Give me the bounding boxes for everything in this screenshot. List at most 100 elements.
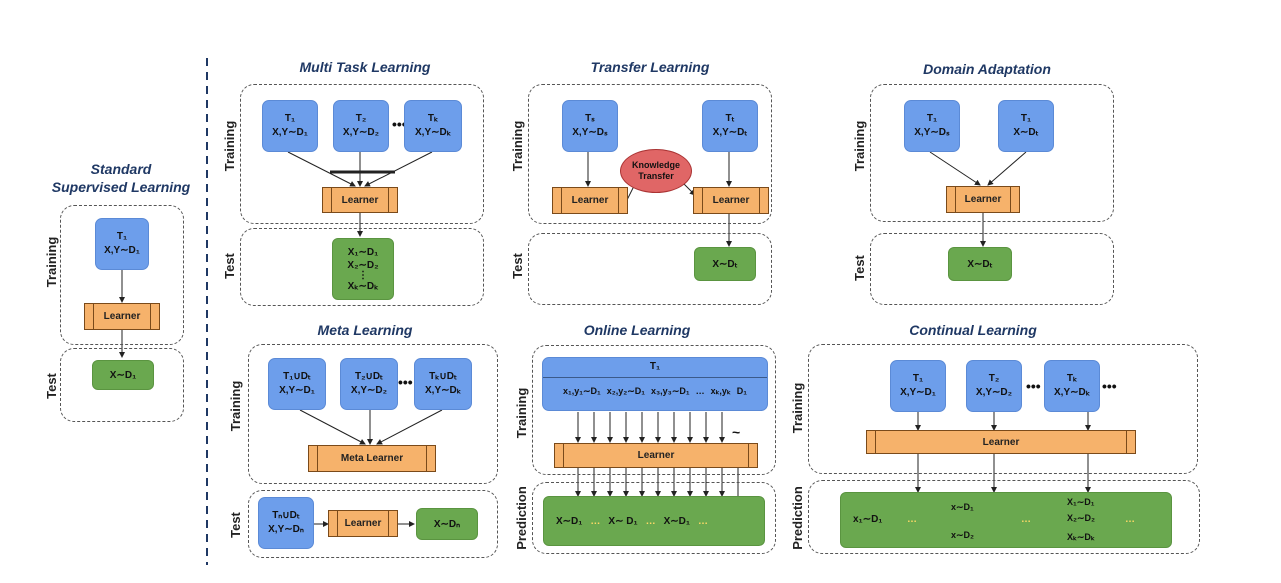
task-distribution: X,Y∼Dₛ [572,127,608,138]
meta-test-panel [248,490,498,558]
transfer-target-task: Tₜ X,Y∼Dₜ [702,100,758,152]
continual-pred-a: x₁∼D₁ [853,514,883,525]
multi-task-test-panel [240,228,484,306]
online-prediction-box: X∼D₁ … X∼ D₁ … X∼D₁ … [543,496,765,546]
continual-title: Continual Learning [909,322,1037,338]
domain-learner: Learner [946,186,1020,213]
multi-task-training-label: Training [222,120,237,172]
domain-target-task: T₁ X∼Dₜ [998,100,1054,152]
prediction-1: X∼D₁ [556,515,583,527]
task-name: T₁ [912,373,924,384]
continual-pred-b1: x∼D₁ [951,502,974,512]
task-distribution: X,Y∼Dₖ [425,385,461,396]
online-learner: Learner [554,443,758,468]
online-tilde: ~ [732,424,741,440]
continual-dots-2: ••• [1102,378,1117,394]
task-distribution: X,Y∼D₂ [975,387,1013,398]
multi-task-learner: Learner [322,187,398,213]
continual-pred-b2: x∼D₂ [951,530,975,540]
multi-task-task-2: T₂ X,Y∼D₂ [333,100,389,152]
meta-test-box: X∼Dₙ [416,508,478,540]
multi-task-task-1: T₁ X,Y∼D₁ [262,100,318,152]
multi-task-dots: ••• [392,116,407,132]
transfer-test-label: Test [510,253,525,279]
standard-test-box: X∼D₁ [92,360,154,390]
standard-test-label: Test [44,373,59,399]
continual-dots-1: ••• [1026,378,1041,394]
standard-title-line2: Supervised Learning [51,179,191,195]
online-title: Online Learning [583,322,691,338]
task-name: Tₙ∪Dₜ [272,510,300,521]
transfer-test-box: X∼Dₜ [694,247,756,281]
online-stream-task: T₁ x₁,y₁∼D₁ x₂,y₂∼D₁ x₃,y₃∼D₁ … xₖ,yₖ D₁ [542,357,768,411]
task-name: T₁ [926,113,938,124]
continual-pred-dots-3: … [1125,514,1135,525]
meta-task-2: T₂∪Dₜ X,Y∼D₂ [340,358,398,410]
task-distribution: X,Y∼Dₖ [1054,387,1090,398]
test-line-2: X₂∼D₂ [347,259,379,271]
multi-task-test-label: Test [222,253,237,279]
stream-task-name: T₁ [649,361,661,372]
meta-task-k: Tₖ∪Dₜ X,Y∼Dₖ [414,358,472,410]
task-distribution: X,Y∼D₁ [272,127,308,138]
task-name: Tₛ [585,113,595,124]
continual-task-k: Tₖ X,Y∼Dₖ [1044,360,1100,412]
standard-test-panel [60,348,184,422]
prediction-dots-1: … [590,515,601,527]
knowledge-transfer-node: Knowledge Transfer [620,149,692,193]
task-name: Tₖ [1066,373,1078,384]
task-name: T₁ [1020,113,1032,124]
task-distribution: X,Y∼D₂ [342,127,380,138]
standard-training-label: Training [44,236,59,288]
task-distribution: X,Y∼D₂ [350,385,388,396]
continual-pred-c1: X₁∼D₁ [1067,497,1095,507]
task-name: T₂ [988,373,1000,384]
prediction-3: X∼D₁ [663,515,690,527]
transfer-training-panel [528,84,772,224]
domain-title: Domain Adaptation [923,61,1051,77]
prediction-2: X∼ D₁ [608,515,638,527]
stream-distribution: D₁ [736,386,748,396]
continual-pred-dots-1: … [907,514,917,525]
continual-training-label: Training [790,382,805,434]
task-distribution: X,Y∼Dₛ [914,127,950,138]
task-name: Tₖ∪Dₜ [429,371,457,382]
online-training-panel [532,345,776,475]
task-distribution: X,Y∼Dₖ [415,127,451,138]
prediction-dots-3: … [698,515,708,527]
task-name: T₂ [355,113,367,124]
task-distribution: X,Y∼Dₜ [712,127,748,138]
transfer-source-learner: Learner [552,187,628,214]
task-distribution: X∼Dₜ [1013,127,1039,138]
continual-task-1: T₁ X,Y∼D₁ [890,360,946,412]
meta-title: Meta Learning [317,322,413,338]
transfer-source-task: Tₛ X,Y∼Dₛ [562,100,618,152]
continual-pred-dots-2: … [1021,514,1031,525]
meta-training-label: Training [228,380,243,432]
task-distribution: X,Y∼D₁ [900,387,936,398]
continual-pred-c3: Xₖ∼Dₖ [1067,532,1095,542]
domain-source-task: T₁ X,Y∼Dₛ [904,100,960,152]
standard-training-panel [60,205,184,345]
transfer-target-learner: Learner [693,187,769,214]
standard-task-box: T₁ X,Y∼D₁ [95,218,149,270]
domain-test-box: X∼Dₜ [948,247,1012,281]
stream-sample-k: xₖ,yₖ [710,386,731,396]
continual-prediction-box: x₁∼D₁ … x∼D₁ x∼D₂ … X₁∼D₁ X₂∼D₂ Xₖ∼Dₖ … [840,492,1172,548]
continual-task-2: T₂ X,Y∼D₂ [966,360,1022,412]
multi-task-test-box: X₁∼D₁ X₂∼D₂ ⋮ Xₖ∼Dₖ [332,238,394,300]
stream-sample-2: x₂,y₂∼D₁ [606,386,645,396]
continual-learner: Learner [866,430,1136,454]
stream-sample-3: x₃,y₃∼D₁ [650,386,690,396]
continual-prediction-panel [808,480,1200,554]
task-name: T₁ [284,113,296,124]
meta-task-1: T₁∪Dₜ X,Y∼D₁ [268,358,326,410]
standard-learner: Learner [84,303,160,330]
meta-learner: Meta Learner [308,445,436,472]
meta-test-task: Tₙ∪Dₜ X,Y∼Dₙ [258,497,314,549]
continual-prediction-label: Prediction [790,486,805,550]
stream-ellipsis: … [695,386,705,396]
continual-training-panel [808,344,1198,474]
task-name: T₁ [116,231,128,242]
multi-task-title: Multi Task Learning [299,59,431,75]
